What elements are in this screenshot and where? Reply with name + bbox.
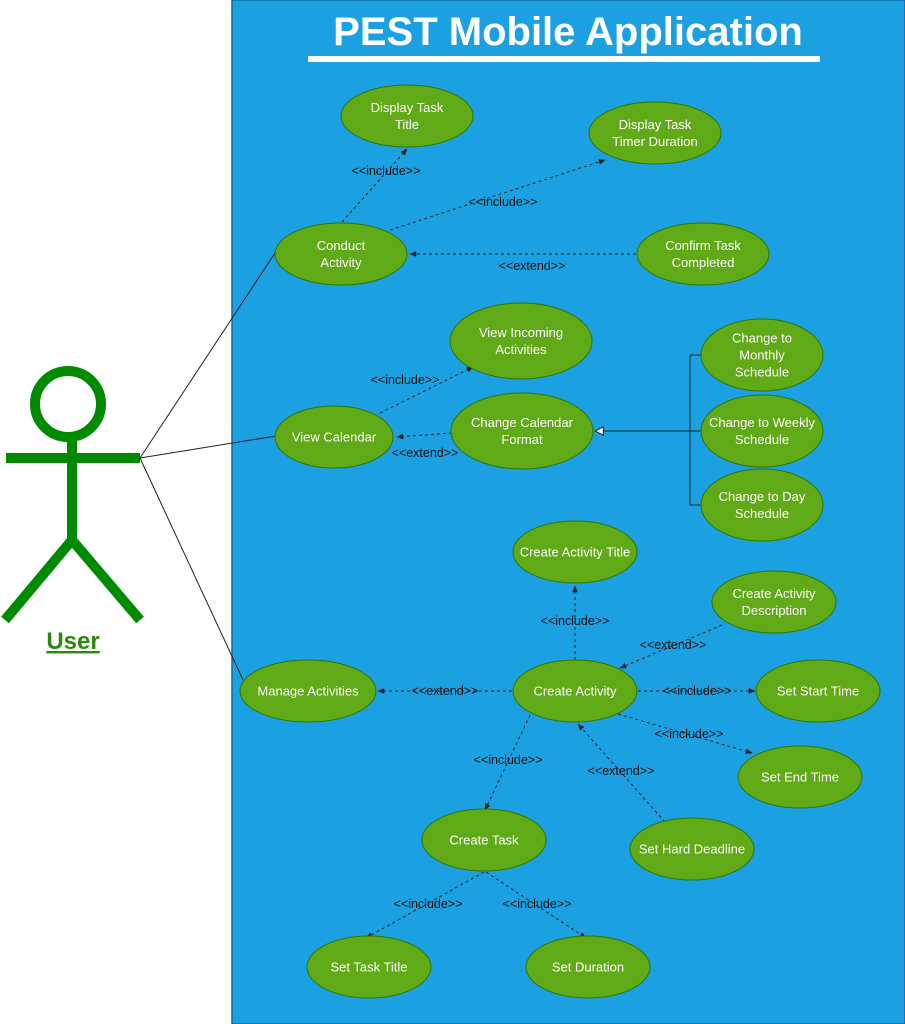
usecase-label: Set Hard Deadline [639, 842, 745, 857]
actor-label: User [46, 628, 99, 655]
label-include-8: <<include>> [394, 897, 463, 911]
usecase-change-weekly[interactable] [700, 394, 824, 468]
usecase-label: Set End Time [761, 770, 839, 785]
edge-labels: <<include>> <<include>> <<extend>> <<inc… [352, 164, 732, 911]
dependency-edges [341, 148, 756, 939]
usecase-view-calendar[interactable] [274, 405, 394, 469]
usecase-label: Create Activity Title [520, 545, 631, 560]
label-extend-2: <<extend>> [392, 446, 459, 460]
actor-associations [139, 249, 278, 681]
use-cases [239, 84, 881, 999]
usecase-set-duration[interactable] [525, 935, 651, 999]
edge-conduct-to-timer [389, 159, 606, 231]
label-extend-4: <<extend>> [412, 684, 479, 698]
label-include-6: <<include>> [655, 727, 724, 741]
usecase-create-activity-description[interactable] [711, 570, 837, 634]
usecase-label: Set Duration [552, 960, 624, 975]
edge-conduct-to-display-title [341, 148, 408, 223]
diagram-title: PEST Mobile Application [333, 10, 803, 54]
edge-calendar-to-incoming [379, 366, 474, 414]
usecase-change-monthly[interactable] [700, 318, 824, 392]
usecase-label: Create Activity [533, 684, 617, 699]
label-include-5: <<include>> [663, 684, 732, 698]
edge-task-to-duration [485, 871, 587, 939]
usecase-create-activity[interactable] [512, 659, 638, 723]
label-extend-3: <<extend>> [640, 638, 707, 652]
usecase-view-incoming[interactable] [449, 302, 593, 380]
label-include-7: <<include>> [474, 753, 543, 767]
usecase-display-task-title[interactable] [340, 84, 474, 148]
title-underline [308, 56, 820, 62]
usecase-set-task-title[interactable] [306, 935, 432, 999]
usecase-confirm-task-completed[interactable] [636, 222, 770, 286]
usecase-display-task-timer[interactable] [588, 101, 722, 165]
usecase-label: Set Task Title [330, 960, 407, 975]
usecase-manage-activities[interactable] [239, 659, 377, 723]
label-include-2: <<include>> [469, 195, 538, 209]
usecase-change-day[interactable] [700, 468, 824, 542]
edge-task-to-title [365, 871, 485, 939]
usecase-create-task[interactable] [421, 808, 547, 872]
edge-create-to-end [617, 713, 753, 754]
usecase-set-end-time[interactable] [737, 745, 863, 809]
usecase-create-activity-title[interactable] [512, 520, 638, 584]
user-actor-figure[interactable] [1, 366, 144, 624]
label-include-3: <<include>> [371, 373, 440, 387]
usecase-set-hard-deadline[interactable] [629, 817, 755, 881]
usecase-set-start-time[interactable] [755, 659, 881, 723]
usecase-change-calendar-format[interactable] [450, 392, 594, 470]
label-include-9: <<include>> [503, 897, 572, 911]
label-extend-1: <<extend>> [499, 259, 566, 273]
usecase-label: Manage Activities [257, 684, 359, 699]
edge-description-to-create [619, 624, 723, 669]
usecase-label: Create Task [449, 833, 519, 848]
usecase-label: Set Start Time [777, 684, 859, 699]
label-extend-5: <<extend>> [588, 764, 655, 778]
label-include-1: <<include>> [352, 164, 421, 178]
label-include-4: <<include>> [541, 614, 610, 628]
usecase-label: View Calendar [292, 430, 377, 445]
usecase-conduct-activity[interactable] [274, 222, 408, 286]
edge-deadline-to-create [577, 723, 666, 823]
